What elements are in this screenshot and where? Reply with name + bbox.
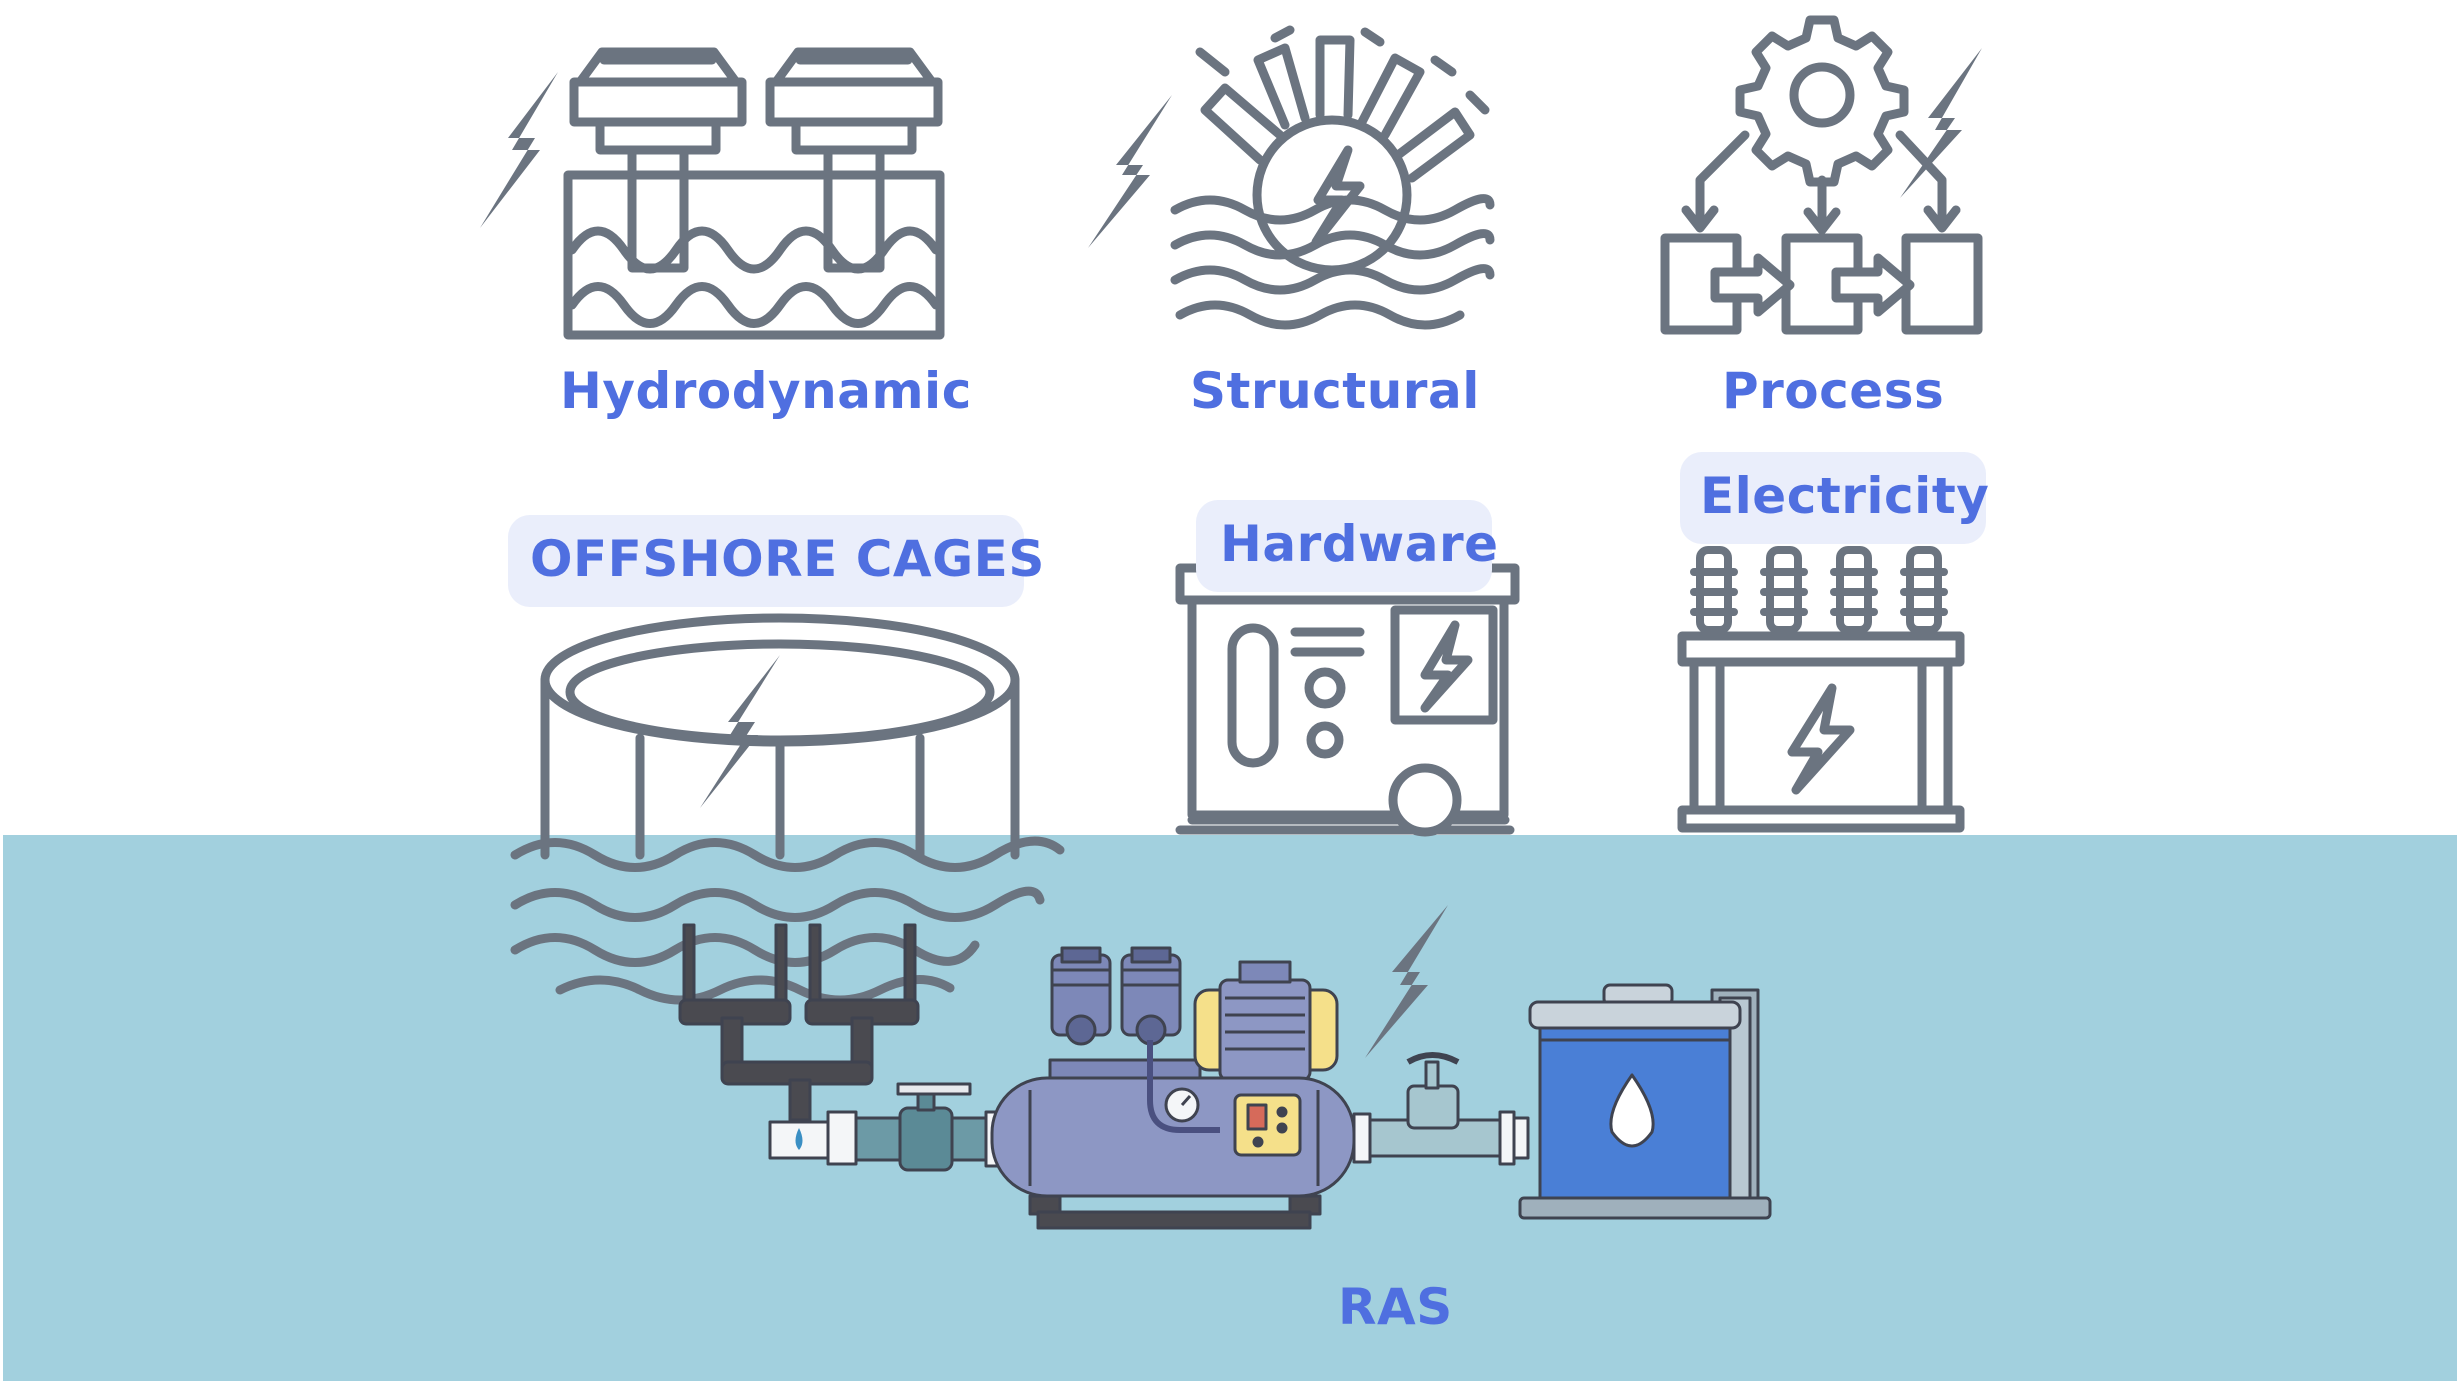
label-hydrodynamic: Hydrodynamic bbox=[560, 362, 972, 420]
intake-pipes bbox=[678, 923, 920, 1122]
label-process: Process bbox=[1722, 362, 1945, 420]
flow-process-icon bbox=[1660, 15, 1983, 335]
ras-system bbox=[678, 905, 1772, 1230]
compressor-icon bbox=[990, 946, 1356, 1230]
label-offshore-cages: OFFSHORE CAGES bbox=[530, 530, 1045, 588]
electricity-pill bbox=[1680, 452, 1986, 544]
lightning-icon bbox=[1900, 48, 1982, 198]
aerator-icon bbox=[480, 47, 945, 340]
hardware-pill bbox=[1196, 500, 1492, 592]
gear-icon bbox=[1735, 15, 1909, 187]
lightning-icon bbox=[700, 655, 780, 808]
generator-icon bbox=[1175, 563, 1520, 837]
transformer-icon bbox=[1677, 546, 1965, 833]
turbine-icon bbox=[1088, 25, 1495, 330]
fish-cage-icon bbox=[510, 613, 1065, 1005]
label-hardware: Hardware bbox=[1220, 515, 1499, 573]
offshore-cages-pill bbox=[508, 515, 1024, 607]
lightning-icon bbox=[1088, 95, 1172, 248]
lightning-icon bbox=[480, 72, 558, 228]
label-electricity: Electricity bbox=[1700, 467, 1990, 525]
water-tank-icon bbox=[1518, 983, 1772, 1220]
label-structural: Structural bbox=[1190, 362, 1480, 420]
lightning-icon bbox=[1365, 905, 1448, 1058]
label-ras: RAS bbox=[1338, 1278, 1453, 1336]
